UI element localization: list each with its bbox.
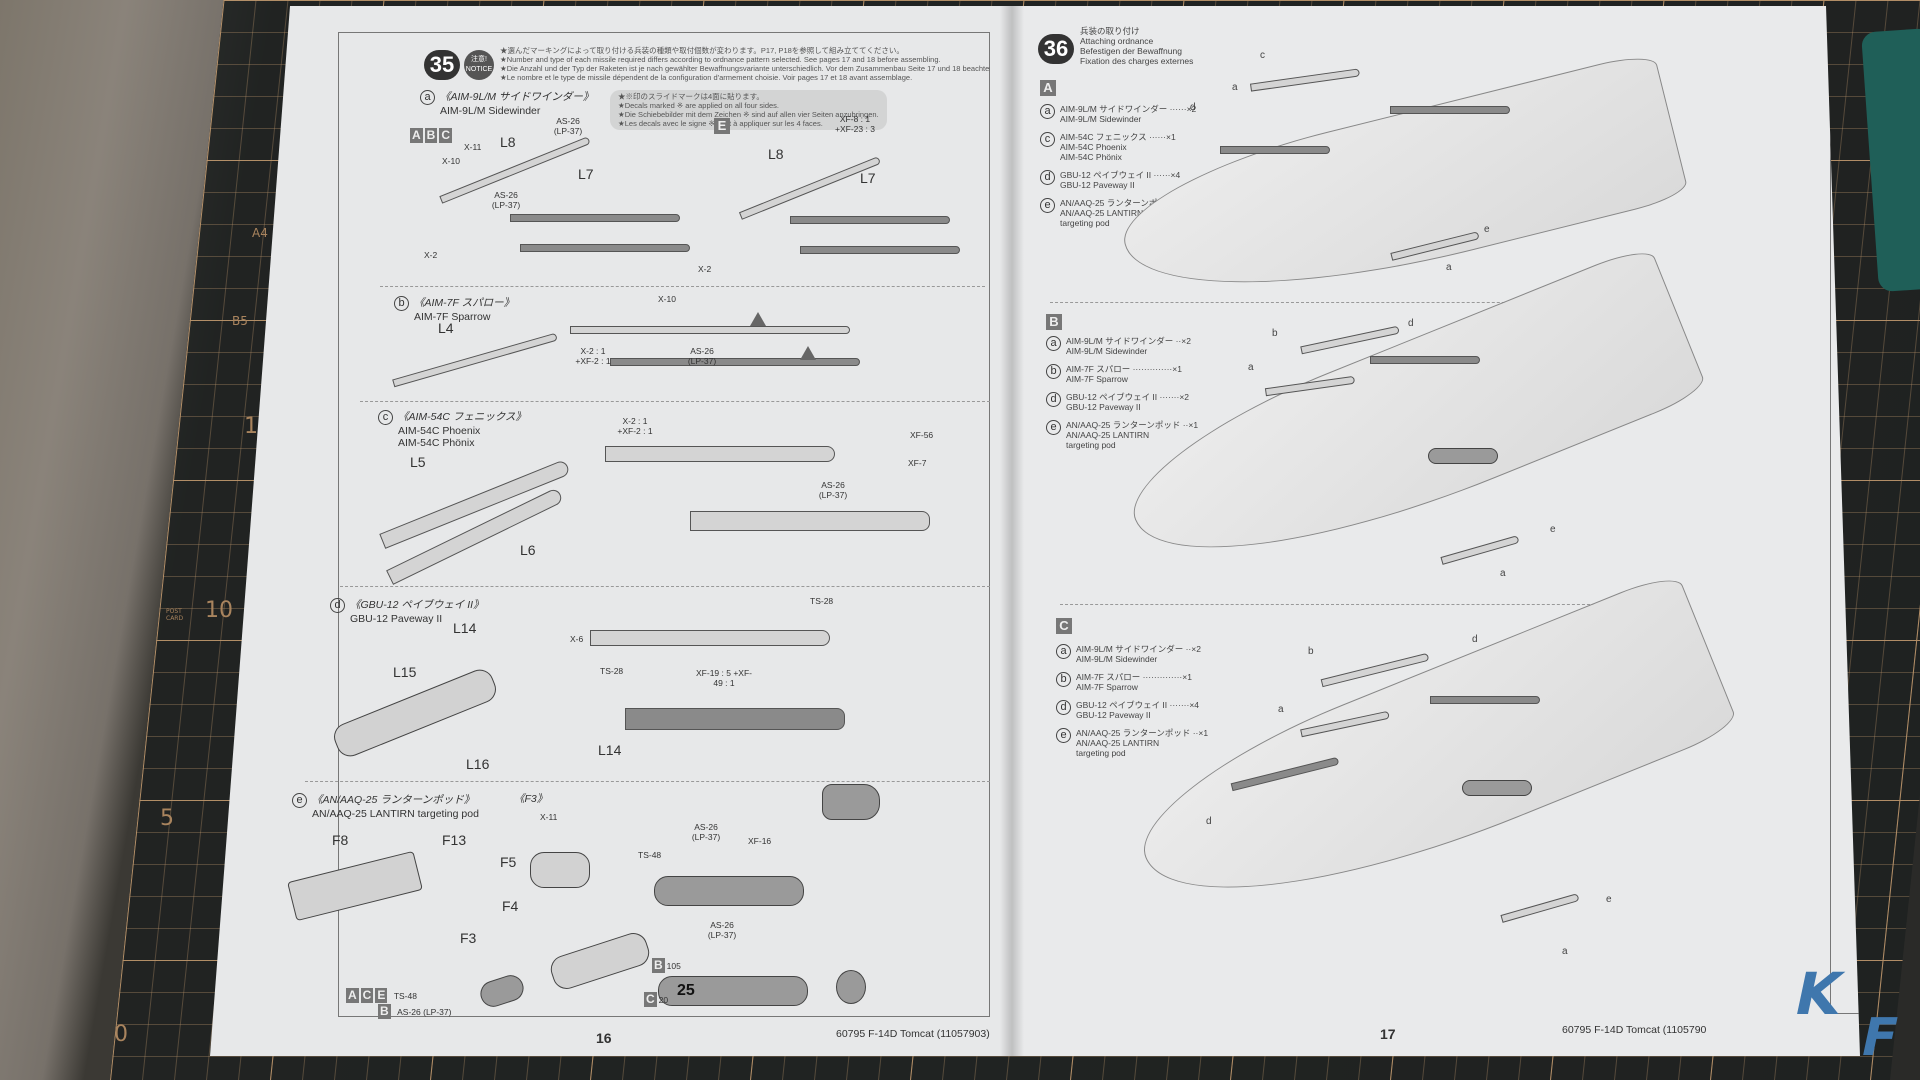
sidewinder-drawing <box>790 216 950 224</box>
page-frame <box>338 32 990 1017</box>
ordnance-drawing <box>1249 68 1361 92</box>
part-label: L7 <box>860 170 876 186</box>
mat-ruler-label: 5 <box>160 806 174 831</box>
phoenix-drawing <box>605 446 835 462</box>
step-title: 兵装の取り付け Attaching ordnance Befestigen de… <box>1080 26 1194 66</box>
part-label: L15 <box>393 664 417 680</box>
section-b-title: b《AIM-7F スパロー》 AIM-7F Sparrow <box>394 296 514 323</box>
part-label: F8 <box>332 832 349 848</box>
part-label: L14 <box>598 742 622 758</box>
page-17: 36 兵装の取り付け Attaching ordnance Befestigen… <box>1010 6 1860 1056</box>
section-divider <box>380 286 985 287</box>
caution-badge: 注意! NOTICE <box>464 50 494 80</box>
part-label: L4 <box>438 320 454 336</box>
section-a-title: a《AIM-9L/M サイドワインダー》 AIM-9L/M Sidewinder <box>420 90 593 117</box>
lantirn-pod-drawing <box>1462 780 1532 796</box>
mat-ruler-label: 10 <box>205 598 233 623</box>
part-label: L8 <box>500 134 516 150</box>
sparrow-drawing <box>610 358 860 366</box>
loadout-a-label: A <box>1040 80 1056 96</box>
pod-end-drawing <box>822 784 880 820</box>
sidewinder-drawing <box>800 246 960 254</box>
section-divider <box>1050 302 1550 303</box>
ordnance-drawing <box>1370 356 1480 364</box>
part-label: L7 <box>578 166 594 182</box>
page-footer: 60795 F-14D Tomcat (11057903) <box>836 1028 990 1040</box>
ordnance-drawing <box>1440 535 1520 565</box>
sidewinder-drawing <box>510 214 680 222</box>
variant-note-b: B AS-26 (LP-37) <box>378 1004 452 1019</box>
variant-label-e: E <box>714 118 730 134</box>
f14-diagram-b <box>1111 243 1709 609</box>
part-label: L14 <box>453 620 477 636</box>
section-divider <box>340 586 990 587</box>
fin-drawing <box>800 346 816 360</box>
ordnance-drawing <box>1430 696 1540 704</box>
part-label: L8 <box>768 146 784 162</box>
ordnance-drawing <box>1390 106 1510 114</box>
instruction-booklet: 35 注意! NOTICE ★選んだマーキングによって取り付ける兵装の種類や取付… <box>210 6 1860 1058</box>
part-label: F4 <box>502 898 519 914</box>
page-number: 16 <box>596 1030 612 1046</box>
loadout-c-label: C <box>1056 618 1072 634</box>
section-e-title: e《AN/AAQ-25 ランターンポッド》 AN/AAQ-25 LANTIRN … <box>292 793 479 820</box>
part-label: L16 <box>466 756 490 772</box>
part-label: L5 <box>410 454 426 470</box>
page-16: 35 注意! NOTICE ★選んだマーキングによって取り付ける兵装の種類や取付… <box>210 6 1010 1056</box>
pod-end-drawing <box>836 970 866 1004</box>
part-label: F13 <box>442 832 467 848</box>
step-notes: ★選んだマーキングによって取り付ける兵装の種類や取付個数が変わります。P17, … <box>500 46 990 82</box>
part-label: F5 <box>500 854 517 870</box>
gbu12-drawing <box>625 708 845 730</box>
section-c-title: c《AIM-54C フェニックス》 AIM-54C Phoenix AIM-54… <box>378 410 526 449</box>
sidewinder-drawing <box>520 244 690 252</box>
mat-ruler-label: B5 <box>232 314 248 328</box>
mat-ruler-label: 0 <box>114 1022 128 1047</box>
part-label: F3 <box>460 930 477 946</box>
lantirn-pod-drawing: 25 <box>658 976 808 1006</box>
pod-part-drawing <box>530 852 590 888</box>
section-divider <box>1060 604 1600 605</box>
booklet-spine <box>1000 6 1024 1056</box>
section-divider <box>360 401 990 402</box>
page-footer: 60795 F-14D Tomcat (1105790 <box>1562 1024 1707 1036</box>
mat-ruler-label: A4 <box>252 226 268 240</box>
step-number: 35 <box>424 50 460 80</box>
ordnance-drawing <box>1500 893 1580 923</box>
loadout-b-label: B <box>1046 314 1062 330</box>
lantirn-pod-drawing <box>654 876 804 906</box>
page-number: 17 <box>1380 1026 1396 1042</box>
lantirn-pod-drawing <box>1428 448 1498 464</box>
section-divider <box>305 781 990 782</box>
sparrow-drawing <box>570 326 850 334</box>
ordnance-drawing <box>1220 146 1330 154</box>
f14-diagram-c <box>1120 569 1740 953</box>
gbu12-drawing <box>590 630 830 646</box>
fin-drawing <box>750 312 766 326</box>
part-label: L6 <box>520 542 536 558</box>
step-number: 36 <box>1038 34 1074 64</box>
section-e-subtitle: 《F3》 <box>514 793 548 805</box>
phoenix-drawing <box>690 511 930 531</box>
mat-ruler-label: POST CARD <box>166 608 184 622</box>
section-d-title: d《GBU-12 ペイブウェイ II》 GBU-12 Paveway II <box>330 598 484 625</box>
